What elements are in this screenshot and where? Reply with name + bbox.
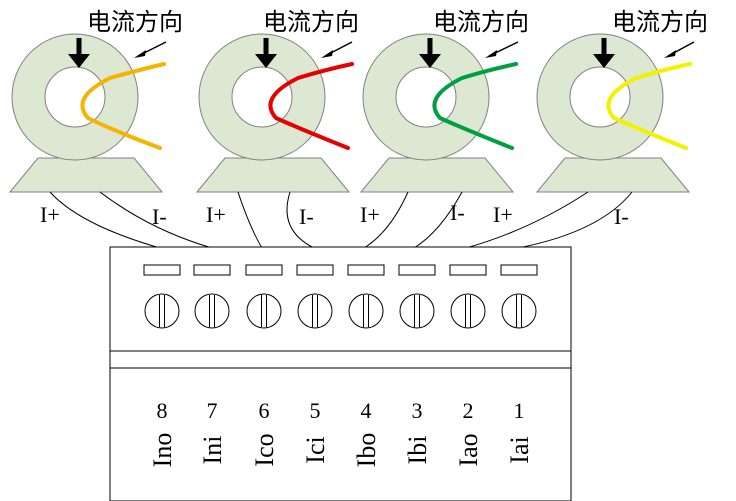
terminal-number: 1	[514, 398, 525, 423]
terminal-name: Ibi	[403, 436, 432, 465]
wire-ct1-minus	[99, 191, 213, 249]
current-transformer-3: 电流方向	[359, 8, 529, 193]
polarity-label-ct2-plus: I+	[206, 202, 226, 227]
terminal-number: 3	[412, 398, 423, 423]
terminal-slot	[245, 264, 283, 276]
terminal-slot	[500, 264, 538, 276]
screw-icon	[501, 293, 537, 329]
screw-icon	[246, 293, 282, 329]
current-transformer-1: 电流方向	[8, 8, 183, 193]
direction-arrow-icon	[134, 41, 167, 58]
polarity-label-ct1-plus: I+	[40, 202, 60, 227]
terminal-name: Iao	[454, 433, 483, 466]
direction-label: 电流方向	[433, 8, 529, 36]
polarity-label-ct2-minus: I-	[299, 204, 314, 229]
ct-base	[8, 157, 164, 193]
terminal-name: Ibo	[352, 433, 381, 468]
direction-label: 电流方向	[612, 8, 708, 36]
polarity-label-ct1-minus: I-	[152, 204, 167, 229]
ct-hole	[569, 66, 631, 128]
arrow-down-icon	[419, 38, 441, 68]
wire-ct3-plus	[363, 191, 409, 249]
screw-icon	[297, 293, 333, 329]
screw-icon	[194, 293, 230, 329]
terminal-number: 4	[361, 398, 372, 423]
direction-arrow-icon	[664, 41, 695, 58]
ct-base	[195, 157, 351, 193]
ct-base	[359, 157, 515, 193]
polarity-label-ct4-minus: I-	[614, 204, 629, 229]
ct-hole	[231, 66, 293, 128]
primary-wire-ct4	[606, 62, 692, 150]
wire-ct3-minus	[413, 191, 463, 249]
terminal-number: 6	[259, 398, 270, 423]
arrow-down-icon	[255, 38, 277, 68]
terminal-block-body	[109, 246, 572, 501]
direction-label: 电流方向	[263, 8, 359, 36]
wire-ct2-plus	[237, 191, 263, 249]
ct-hole	[395, 66, 457, 128]
terminal-name: Iai	[505, 436, 534, 463]
direction-arrow-icon	[485, 41, 519, 58]
polarity-label-ct3-minus: I-	[450, 200, 465, 225]
current-transformer-4: 电流方向	[535, 8, 708, 193]
terminal-block	[109, 246, 572, 501]
secondary-wires	[49, 191, 633, 249]
screw-icon	[399, 293, 435, 329]
wire-ct4-plus	[465, 191, 589, 249]
terminal-number: 2	[463, 398, 474, 423]
direction-arrow-icon	[321, 41, 353, 58]
terminal-slot	[398, 264, 436, 276]
terminal-slot	[347, 264, 385, 276]
terminal-slot	[449, 264, 487, 276]
terminal-name: Ini	[198, 436, 227, 465]
wire-ct2-minus	[286, 191, 315, 249]
current-transformer-2: 电流方向	[195, 8, 359, 193]
screw-icon	[348, 293, 384, 329]
terminal-number: 8	[157, 398, 168, 423]
terminal-name: Ino	[148, 433, 177, 468]
ct-base	[535, 157, 691, 193]
direction-label: 电流方向	[87, 8, 183, 36]
terminal-slot	[143, 264, 181, 276]
primary-wire-ct1	[80, 62, 166, 150]
wire-ct1-plus	[49, 191, 161, 249]
wire-ct4-minus	[517, 191, 633, 249]
ct-hole	[44, 66, 106, 128]
terminal-name: Ico	[250, 433, 279, 466]
primary-wire-ct3	[432, 62, 518, 150]
terminal-slot	[296, 264, 334, 276]
terminal-name: Ici	[301, 436, 330, 463]
terminal-number: 7	[207, 398, 218, 423]
terminal-slot	[193, 264, 231, 276]
polarity-label-ct3-plus: I+	[360, 202, 380, 227]
polarity-label-ct4-plus: I+	[493, 202, 513, 227]
arrow-down-icon	[593, 38, 615, 68]
arrow-down-icon	[68, 38, 90, 68]
screw-icon	[450, 293, 486, 329]
primary-wire-ct2	[268, 62, 354, 150]
screw-icon	[144, 293, 180, 329]
terminal-number: 5	[310, 398, 321, 423]
